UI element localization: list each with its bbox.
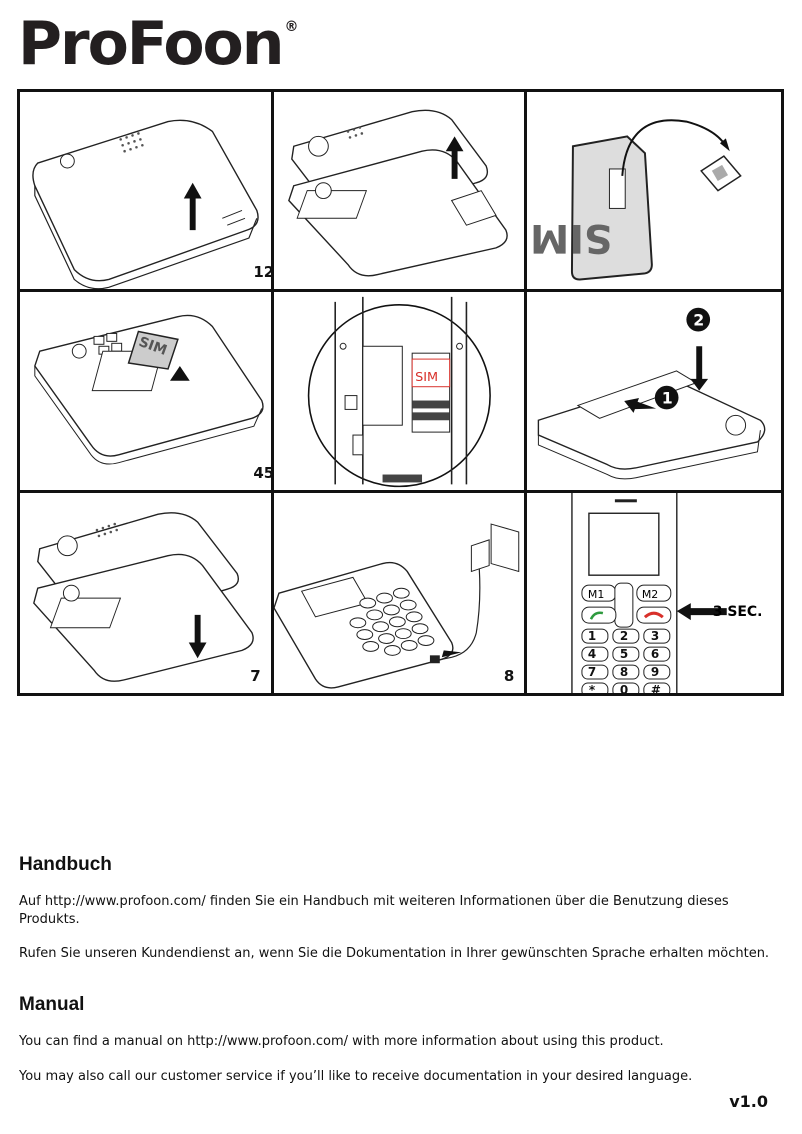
svg-text:6: 6: [651, 647, 659, 661]
step-8-charge-phone: 8: [273, 492, 528, 693]
section-heading-manual: Manual: [19, 994, 85, 1015]
hold-duration-label: 3 SEC.: [713, 604, 763, 620]
arrow-up-icon: [183, 182, 202, 231]
end-call-icon: [644, 611, 665, 618]
svg-text:7: 7: [588, 665, 596, 679]
step-number-1-3: 123: [253, 263, 274, 282]
arrow-down-icon: [188, 614, 207, 658]
handbuch-paragraph-2: Rufen Sie unseren Kundendienst an, wenn …: [19, 946, 770, 961]
step-7-replace-cover: 7: [20, 492, 274, 693]
version-label: v1.0: [729, 1092, 768, 1111]
step-marker-two: [686, 308, 711, 332]
svg-text:1: 1: [662, 389, 673, 408]
cover-lift-illustration: [287, 109, 508, 277]
svg-text:3: 3: [651, 629, 659, 643]
key-m2: M2: [642, 588, 658, 601]
registered-mark: ®: [284, 19, 299, 35]
arrow-down-icon: [690, 346, 709, 391]
manual-paragraph-1: You can find a manual on http://www.prof…: [19, 1034, 664, 1049]
manual-paragraph-2: You may also call our customer service i…: [19, 1069, 693, 1084]
battery-insert-illustration: 1 2: [538, 308, 766, 480]
svg-text:2: 2: [620, 629, 628, 643]
step-number-8: 8: [503, 666, 515, 685]
step-1-remove-cover: 123: [20, 92, 274, 293]
power-on-illustration: M1 M2 3 SEC. 1 2 3 4 5 6 7 8 9 * 0 #: [571, 492, 763, 693]
sim-card-illustration: SIM: [530, 119, 743, 281]
svg-text:0: 0: [620, 683, 628, 693]
key-m1: M1: [588, 588, 604, 601]
svg-text:*: *: [589, 683, 596, 693]
sim-slot-label: SIM: [415, 370, 438, 385]
step-marker-one: [655, 386, 679, 410]
step-6-insert-battery: 1 2: [527, 292, 781, 493]
svg-text:5: 5: [620, 647, 628, 661]
step-5-sim-slot-closeup: SIM: [273, 292, 528, 493]
svg-text:1: 1: [588, 629, 596, 643]
handbuch-paragraph-1: Auf http://www.profoon.com/ finden Sie e…: [19, 894, 729, 927]
svg-text:2: 2: [694, 311, 705, 330]
charging-illustration: [273, 523, 519, 689]
step-9-power-on: M1 M2 3 SEC. 1 2 3 4 5 6 7 8 9 * 0 #: [527, 492, 781, 693]
arrow-left-icon: [677, 602, 728, 620]
call-icon: [590, 611, 604, 620]
step-3-sim-card: SIM: [527, 92, 781, 293]
replace-cover-illustration: [33, 511, 254, 682]
profoon-logo: ProFoon®: [18, 14, 299, 74]
step-number-7: 7: [250, 666, 261, 685]
step-2-lift-cover: [273, 92, 528, 293]
phone-back-illustration: [32, 119, 259, 290]
svg-text:SIM: SIM: [530, 215, 612, 261]
svg-text:#: #: [651, 683, 661, 693]
step-4-insert-sim: SIM 456: [20, 292, 274, 493]
instruction-grid: 123 SIM: [17, 89, 784, 696]
insert-sim-illustration: SIM: [34, 315, 264, 465]
sim-slot-illustration: SIM: [307, 297, 491, 488]
section-heading-handbuch: Handbuch: [19, 854, 112, 875]
svg-text:4: 4: [588, 647, 596, 661]
svg-text:9: 9: [651, 665, 659, 679]
step-number-4-6: 456: [253, 463, 274, 482]
logo-text: ProFoon: [18, 9, 284, 79]
arrow-up-icon: [445, 136, 464, 179]
svg-text:8: 8: [620, 665, 628, 679]
